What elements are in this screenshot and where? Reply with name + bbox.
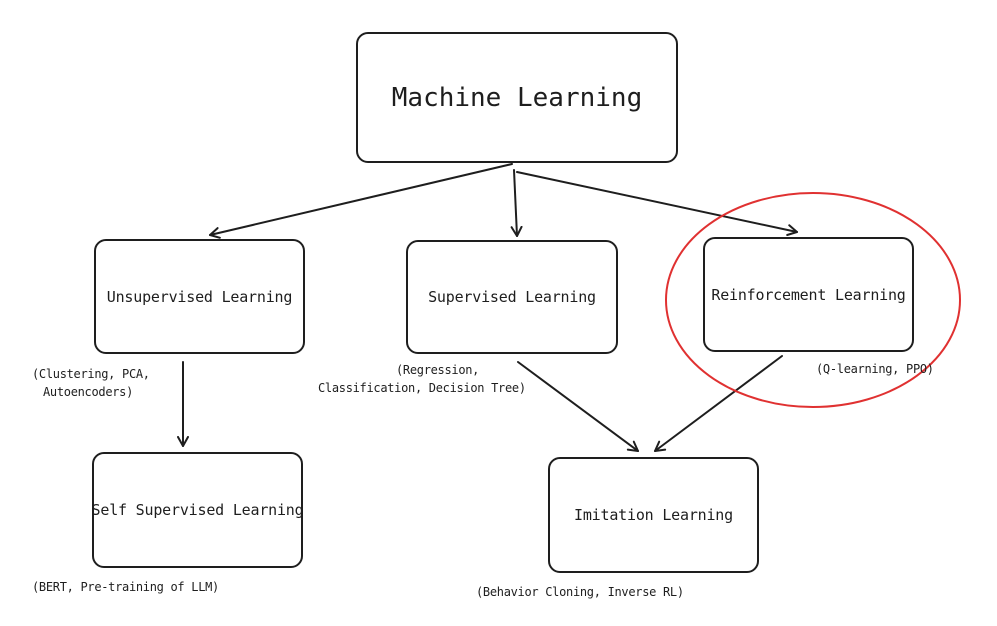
note-unsupervised-line-1: (Clustering, PCA, [32, 367, 150, 381]
node-machine-learning[interactable]: Machine Learning [356, 32, 678, 163]
note-imitation: (Behavior Cloning, Inverse RL) [476, 585, 684, 599]
edge-machine-learning-to-reinforcement [516, 171, 798, 237]
edge-machine-learning-to-supervised [510, 169, 523, 237]
note-reinforcement: (Q-learning, PPO) [816, 362, 934, 376]
node-self-supervised-learning[interactable]: Self Supervised Learning [92, 452, 304, 568]
edge-machine-learning-to-unsupervised [209, 163, 513, 239]
note-self-supervised: (BERT, Pre-training of LLM) [32, 580, 219, 594]
node-supervised-learning[interactable]: Supervised Learning [406, 240, 618, 354]
node-imitation-learning[interactable]: Imitation Learning [548, 457, 759, 573]
reinforcement-highlight-circle [665, 192, 961, 408]
edge-reinforcement-to-imitation [654, 355, 783, 452]
node-reinforcement-learning[interactable]: Reinforcement Learning [703, 237, 914, 352]
edge-supervised-to-imitation [517, 361, 639, 452]
note-supervised-line-2: Classification, Decision Tree) [318, 381, 526, 395]
node-unsupervised-learning[interactable]: Unsupervised Learning [94, 239, 305, 354]
note-supervised-line-1: (Regression, [396, 363, 480, 377]
note-unsupervised-line-2: Autoencoders) [43, 385, 134, 399]
